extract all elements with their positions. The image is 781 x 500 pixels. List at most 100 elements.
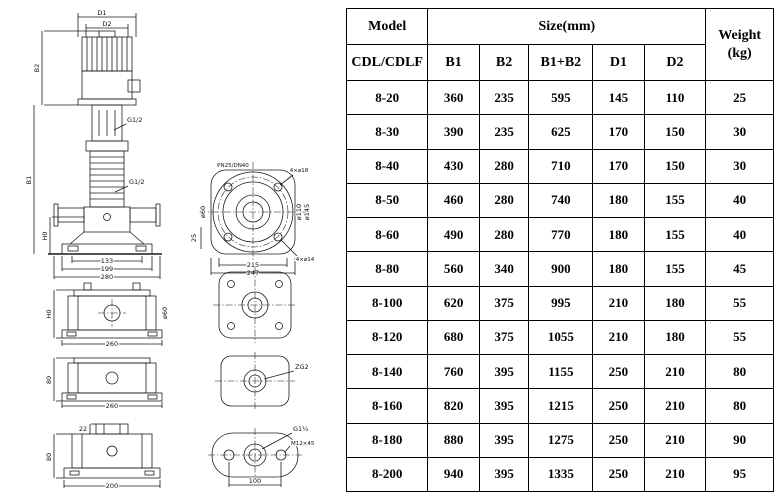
header-col-d2: D2 (643, 44, 707, 81)
size-cell: 620 (427, 285, 480, 321)
size-cell: 170 (592, 148, 645, 184)
base1-h0-label: H0 (45, 309, 53, 318)
base3-m12x45-label: M12×45 (291, 441, 315, 447)
header-model: Model (345, 8, 429, 45)
header-col-d1: D1 (592, 44, 645, 81)
size-cell: 280 (478, 148, 530, 184)
pump-technical-drawing: D1 D2 G1/2 (24, 8, 316, 491)
size-cell: 375 (478, 319, 530, 356)
size-cell: 1335 (528, 456, 594, 493)
size-cell: 110 (643, 79, 707, 116)
size-cell: 30 (705, 114, 774, 150)
base3-dim200-label: 200 (106, 482, 118, 490)
header-weight-line2: (kg) (727, 45, 752, 61)
model-cell: 8-80 (345, 251, 429, 287)
header-col-b2: B2 (478, 44, 530, 81)
flange-rating-label: PN25/DN40 (217, 163, 249, 169)
dim-b2-label: B2 (33, 64, 41, 73)
size-cell: 210 (643, 353, 707, 390)
size-cell: 740 (528, 182, 594, 219)
dim-h0-label: H0 (41, 231, 49, 240)
front-view: D1 D2 G1/2 (24, 8, 162, 282)
size-cell: 560 (427, 251, 480, 287)
size-cell: 250 (592, 388, 645, 424)
size-cell: 395 (478, 353, 530, 390)
pump-drawing-pane: D1 D2 G1/2 (0, 0, 345, 500)
dim-199-label: 199 (101, 265, 113, 273)
base2-dim80-label: 80 (45, 376, 53, 384)
model-cell: 8-50 (345, 182, 429, 219)
size-cell: 40 (705, 182, 774, 219)
dim-d2-label: D2 (102, 20, 111, 28)
dimension-table-pane: Model Size(mm) Weight (kg) CDL/CDLF B1 B… (345, 8, 774, 493)
size-cell: 80 (705, 353, 774, 390)
size-cell: 940 (427, 456, 480, 493)
header-weight-line1: Weight (718, 28, 762, 43)
size-cell: 55 (705, 319, 774, 356)
header-col-b1: B1 (427, 44, 480, 81)
port-g12-mid-label: G1/2 (129, 178, 145, 186)
size-cell: 395 (478, 422, 530, 458)
size-cell: 395 (478, 388, 530, 424)
size-cell: 155 (643, 216, 707, 253)
size-cell: 180 (643, 319, 707, 356)
size-cell: 250 (592, 456, 645, 493)
size-cell: 55 (705, 285, 774, 321)
size-cell: 170 (592, 114, 645, 150)
model-cell: 8-20 (345, 79, 429, 116)
size-cell: 235 (478, 114, 530, 150)
flange-dia110-label: ø110 (295, 204, 303, 220)
model-cell: 8-200 (345, 456, 429, 493)
base1-dim260-label: 260 (106, 340, 118, 348)
size-cell: 210 (643, 422, 707, 458)
base-view-3-top: G1¼ M12×45 100 (208, 424, 316, 487)
size-cell: 235 (478, 79, 530, 116)
size-cell: 95 (705, 456, 774, 493)
model-cell: 8-100 (345, 285, 429, 321)
dimensions-table: Model Size(mm) Weight (kg) CDL/CDLF B1 B… (345, 8, 774, 493)
size-cell: 995 (528, 285, 594, 321)
size-cell: 595 (528, 79, 594, 116)
size-cell: 30 (705, 148, 774, 184)
size-cell: 180 (592, 182, 645, 219)
size-cell: 210 (643, 388, 707, 424)
size-cell: 340 (478, 251, 530, 287)
model-cell: 8-180 (345, 422, 429, 458)
model-cell: 8-60 (345, 216, 429, 253)
header-col-b1b2: B1+B2 (528, 44, 594, 81)
size-cell: 45 (705, 251, 774, 287)
size-cell: 280 (478, 182, 530, 219)
header-weight: Weight (kg) (705, 8, 774, 81)
size-cell: 680 (427, 319, 480, 356)
size-cell: 150 (643, 148, 707, 184)
base-view-2-top: ZG2 (215, 352, 310, 410)
flange-dim215-label: 215 (247, 261, 259, 269)
size-cell: 250 (592, 422, 645, 458)
size-cell: 210 (643, 456, 707, 493)
base3-dim22-label: 22 (79, 425, 87, 433)
size-cell: 710 (528, 148, 594, 184)
flange-holes-bottom-label: 4×ø14 (296, 257, 315, 263)
size-cell: 395 (478, 456, 530, 493)
dim-280-label: 280 (101, 273, 113, 281)
size-cell: 770 (528, 216, 594, 253)
base-view-3-front: 22 80 200 (44, 423, 161, 491)
size-cell: 40 (705, 216, 774, 253)
size-cell: 360 (427, 79, 480, 116)
size-cell: 760 (427, 353, 480, 390)
base-view-2-front: 80 260 (44, 357, 163, 411)
size-cell: 155 (643, 251, 707, 287)
size-cell: 180 (643, 285, 707, 321)
dim-133-label: 133 (101, 257, 113, 265)
model-cell: 8-40 (345, 148, 429, 184)
base3-g114-label: G1¼ (293, 425, 309, 433)
header-size: Size(mm) (427, 8, 707, 45)
